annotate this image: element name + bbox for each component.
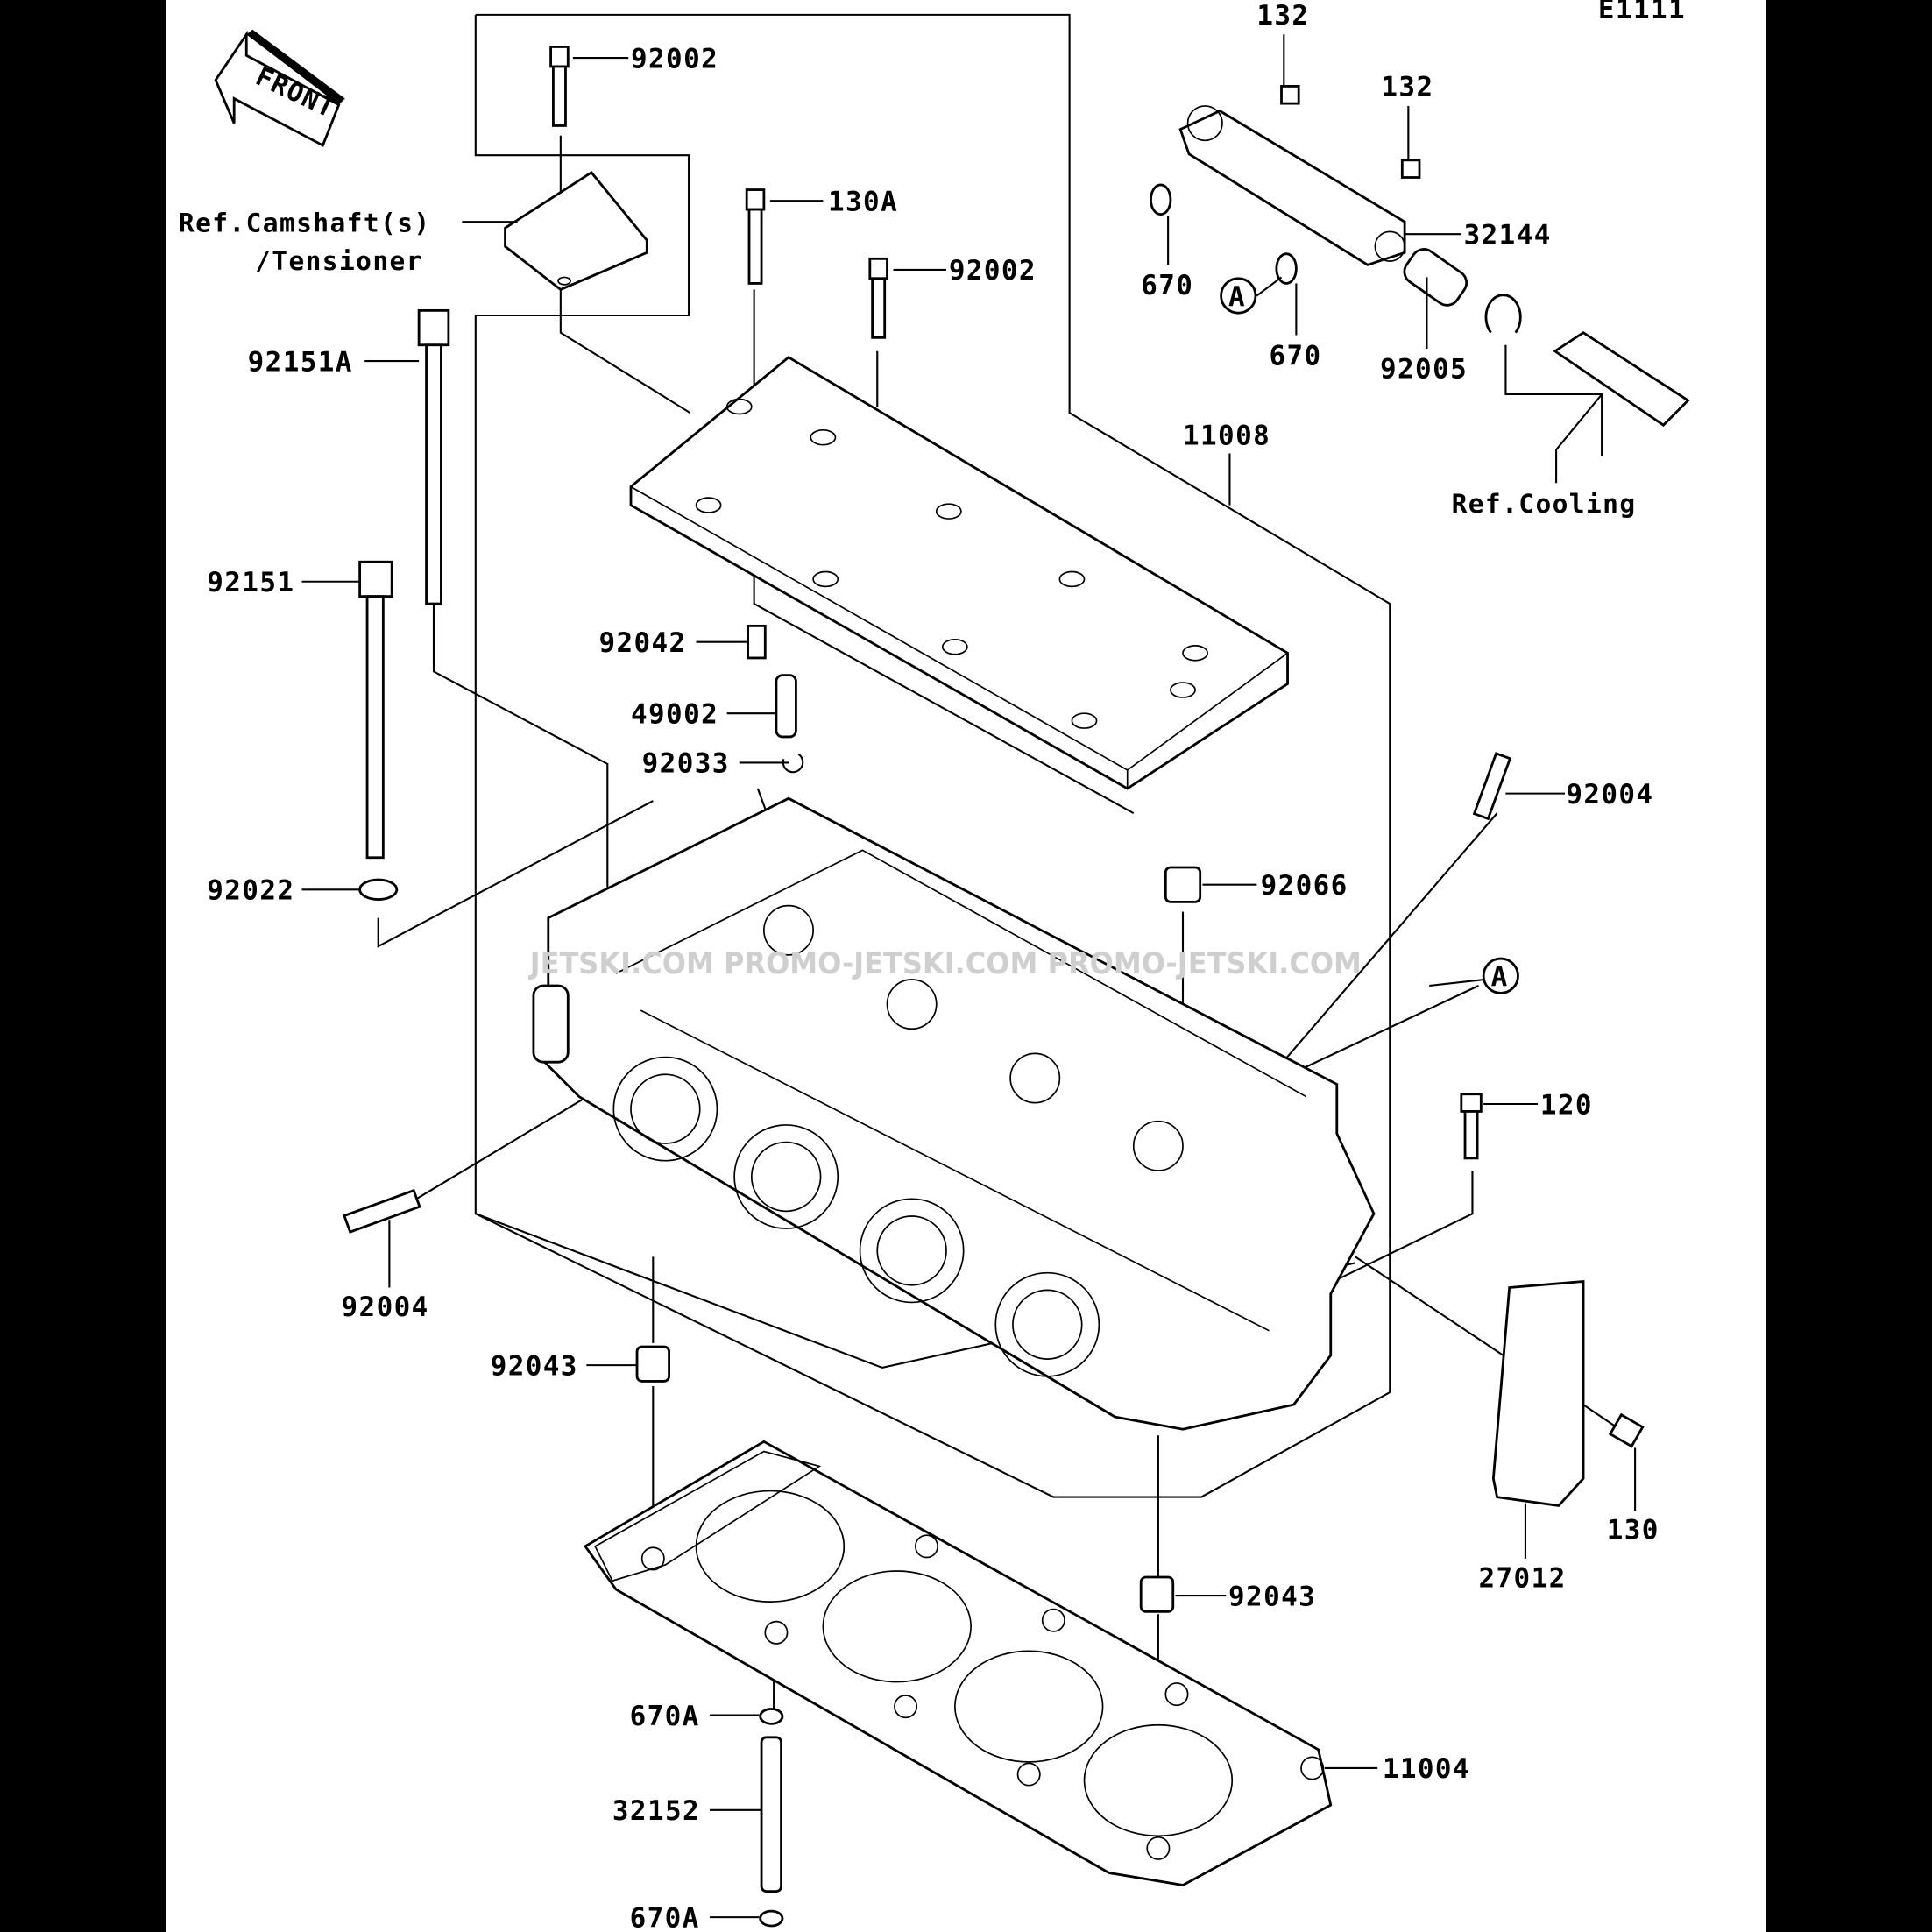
- svg-text:A: A: [1491, 961, 1509, 993]
- part-label: 92151A: [248, 346, 353, 378]
- part-label: 120: [1540, 1089, 1593, 1121]
- part-label: 132: [1381, 72, 1433, 103]
- part-label: 92022: [207, 875, 294, 907]
- part-label: 92151: [207, 567, 294, 598]
- diagram-code: E1111: [1598, 0, 1686, 25]
- part-label: 32152: [612, 1795, 700, 1827]
- part-label: 32144: [1464, 219, 1552, 251]
- ref-camshaft-label: Ref.Camshaft(s): [179, 208, 431, 237]
- part-label: 92066: [1261, 870, 1348, 902]
- part-label: 11008: [1183, 421, 1270, 452]
- part-label: 670A: [630, 1701, 700, 1732]
- fasteners: [343, 46, 1645, 1928]
- part-label: 92005: [1380, 354, 1468, 386]
- callout-leaders: [301, 34, 1637, 1919]
- part-label: 670: [1269, 340, 1321, 372]
- ref-cooling-label: Ref.Cooling: [1452, 489, 1637, 519]
- part-label: 132: [1256, 0, 1309, 32]
- part-label: 130A: [828, 186, 898, 217]
- part-label: 92033: [642, 748, 730, 780]
- svg-text:A: A: [1228, 281, 1246, 313]
- part-label: 92042: [598, 627, 686, 659]
- part-label: 670A: [630, 1902, 700, 1932]
- part-label: 92004: [342, 1292, 429, 1323]
- part-label: 49002: [631, 698, 718, 730]
- reference-marker-a: A A: [1220, 277, 1519, 994]
- cylinder-head: [532, 796, 1376, 1431]
- cooling-fitting: [1150, 85, 1690, 427]
- part-label: 11004: [1383, 1753, 1470, 1785]
- camshaft-holder: [629, 356, 1289, 790]
- watermark: JETSKI.COM PROMO-JETSKI.COM PROMO-JETSKI…: [528, 946, 1362, 980]
- part-label: 670: [1141, 270, 1193, 301]
- part-label: 92002: [949, 255, 1037, 287]
- part-label: 92043: [491, 1350, 578, 1382]
- part-label: 130: [1607, 1514, 1660, 1546]
- part-labels: 92002 130A 92002 92151A 92151 92042 4900…: [207, 0, 1660, 1932]
- part-label: 27012: [1479, 1562, 1567, 1594]
- tensioner-bracket: [504, 171, 648, 292]
- head-gasket: [583, 1440, 1333, 1887]
- part-label: 92004: [1566, 779, 1653, 810]
- ref-tensioner-label: /Tensioner: [255, 246, 423, 276]
- part-label: 92043: [1228, 1581, 1316, 1612]
- part-label: 92002: [631, 43, 718, 74]
